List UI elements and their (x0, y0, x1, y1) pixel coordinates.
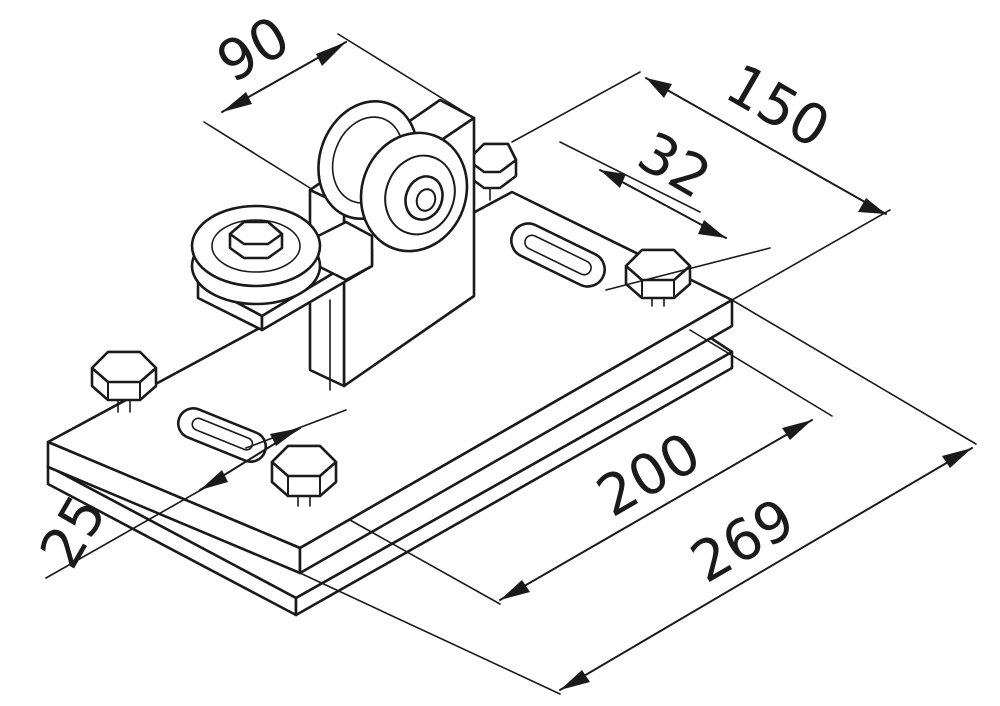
dimension-arrows (200, 42, 972, 690)
dim-32-label: 32 (627, 120, 721, 212)
hex-bolt-back (466, 142, 518, 201)
dim-269-label: 269 (681, 486, 806, 596)
dim-150-label: 150 (715, 52, 840, 162)
dimension-lines (45, 33, 977, 695)
dim-90-label: 90 (207, 4, 301, 96)
side-roller (190, 204, 322, 306)
hex-bolt-left (90, 350, 158, 413)
slot-right (510, 222, 606, 288)
upper-base-plate (46, 190, 734, 575)
guide-roller (359, 131, 469, 253)
hex-bolt-front (270, 444, 338, 507)
